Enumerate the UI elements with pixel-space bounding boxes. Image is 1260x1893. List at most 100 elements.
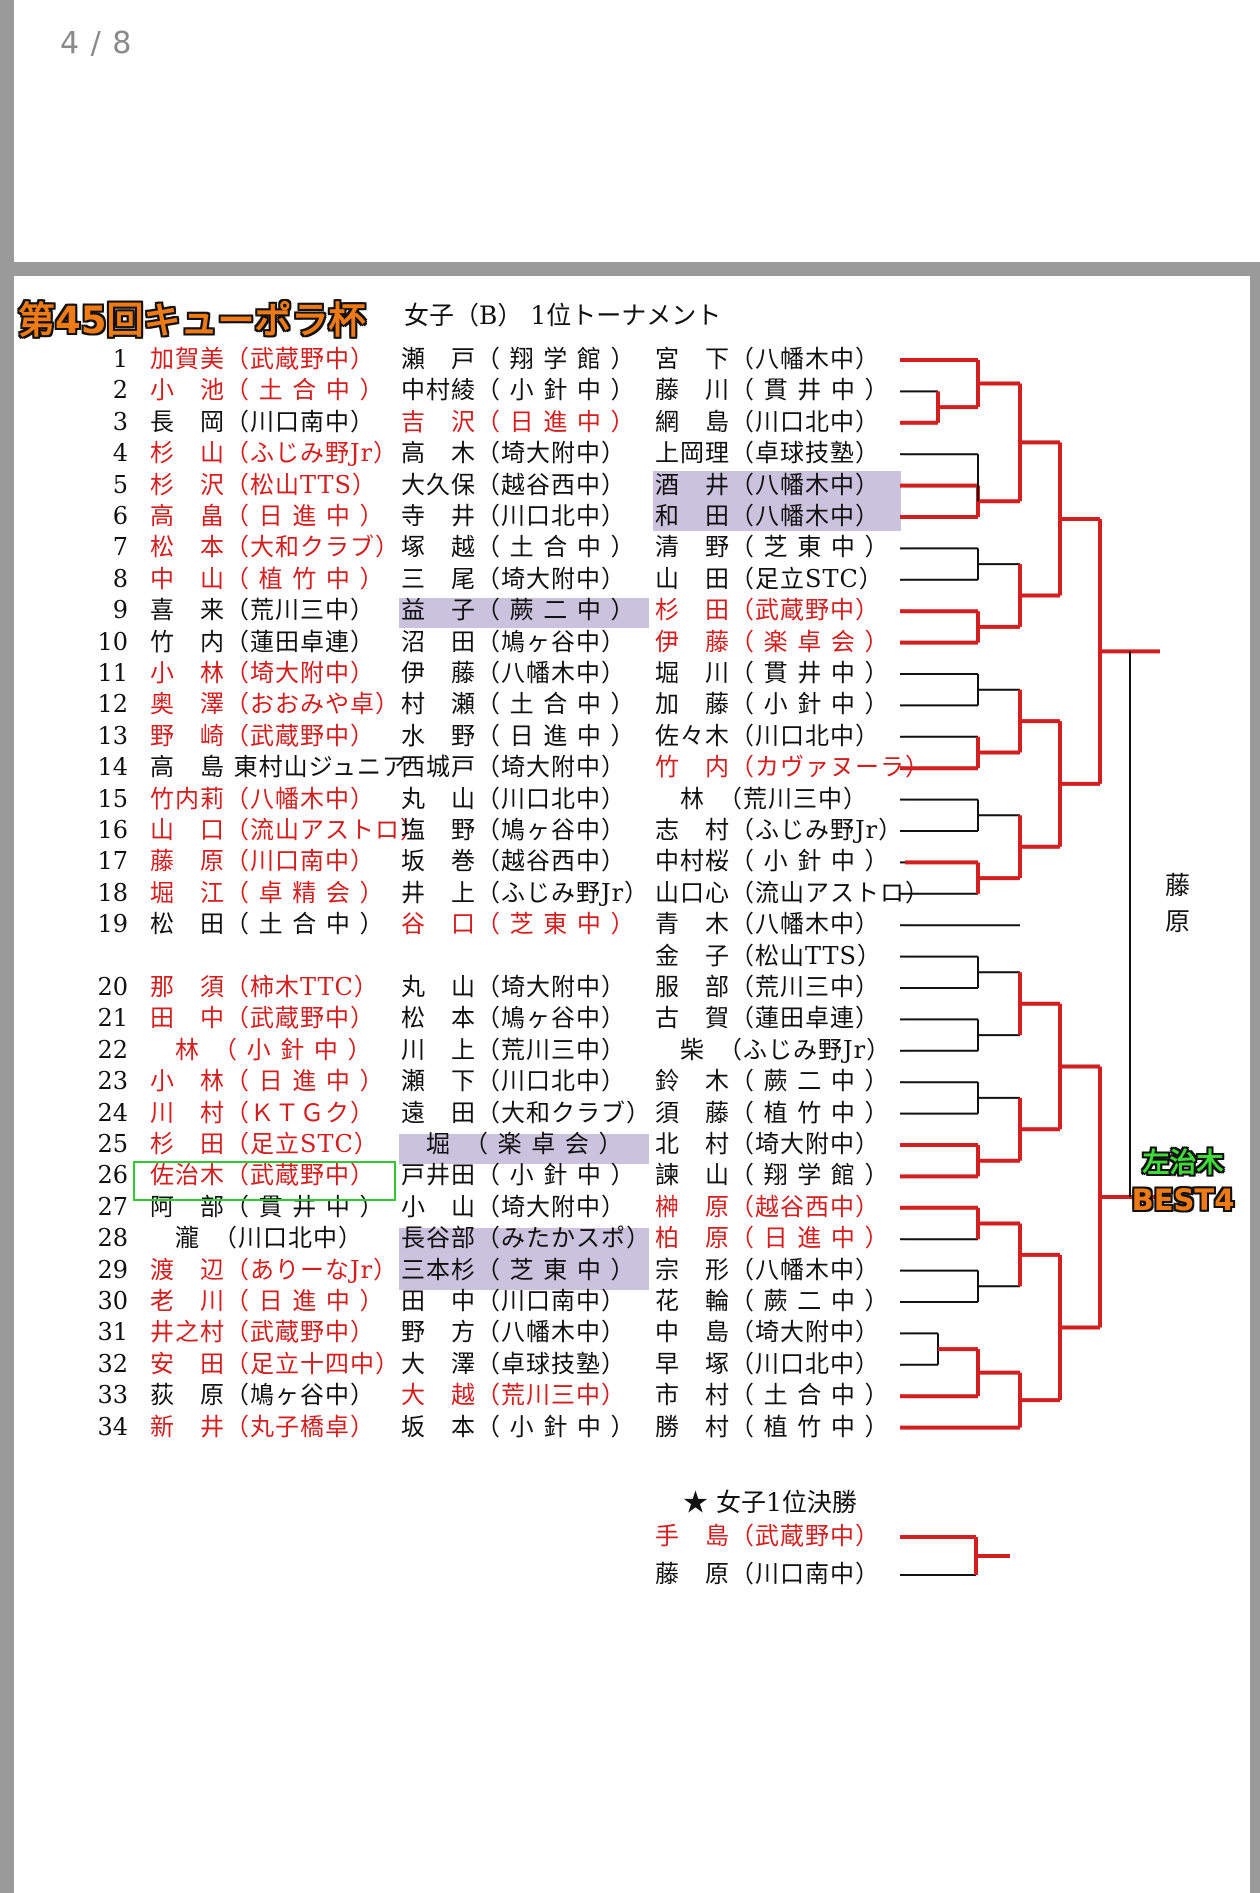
seed-number: 9 [112, 596, 128, 625]
player-name: 高 畠（ 日 進 中 ） [150, 502, 385, 530]
player-name: 加 藤（ 小 針 中 ） [655, 690, 890, 719]
player-name: 大 澤（卓球技塾） [401, 1349, 626, 1378]
player-name: 堀 江（ 卓 精 会 ） [150, 878, 385, 907]
player-name: 松 田（ 土 合 中 ） [150, 910, 385, 939]
player-name: 山口心（流山アストロ） [655, 878, 930, 907]
seed-number: 19 [97, 910, 128, 939]
player-name: 三 尾（埼大附中） [401, 564, 626, 593]
player-name: 野 方（八幡木中） [401, 1318, 626, 1347]
player-name: 瀬 戸（ 翔 学 館 ） [401, 345, 636, 373]
seed-number: 13 [97, 721, 128, 750]
highlight-box [399, 1228, 649, 1290]
player-name: 阿 部（ 貫 井 中 ） [150, 1192, 385, 1221]
player-name: 田 中（武蔵野中） [150, 1004, 375, 1033]
final-title: ★ 女子1位決勝 [683, 1488, 857, 1517]
highlight-box [399, 1134, 649, 1164]
player-name: 水 野（ 日 進 中 ） [401, 721, 636, 750]
best4-player-name: 左治木 [1142, 1148, 1224, 1179]
viewer-top-bar [0, 0, 1260, 262]
player-name: 古 賀（蓮田卓連） [655, 1004, 880, 1033]
player-name: 上岡理（卓球技塾） [655, 439, 880, 468]
seed-number: 26 [97, 1161, 128, 1190]
player-name: 大久保（越谷西中） [401, 470, 626, 499]
tournament-subtitle: 女子（B） 1位トーナメント [404, 301, 722, 330]
best4-rank: BEST4 [1131, 1183, 1235, 1217]
player-name: 瀬 下（川口北中） [401, 1067, 626, 1096]
player-name: 堀 川（ 貫 井 中 ） [655, 659, 890, 687]
player-name: 勝 村（ 植 竹 中 ） [655, 1412, 890, 1441]
player-name: 清 野（ 芝 東 中 ） [655, 533, 890, 562]
player-name: 吉 沢（ 日 進 中 ） [401, 407, 636, 436]
seed-number: 21 [97, 1004, 128, 1033]
player-name: 益 子（ 蕨 二 中 ） [401, 596, 636, 625]
player-name: 竹 内（蓮田卓連） [150, 627, 375, 656]
seed-number: 22 [97, 1035, 128, 1064]
player-name: 杉 沢（松山TTS） [150, 470, 377, 499]
player-name: 喜 来（荒川三中） [150, 596, 375, 625]
player-name: 竹 内（カヴァヌーラ） [655, 753, 930, 782]
player-name: 小 山（埼大附中） [401, 1192, 626, 1221]
final-player-name: 手 島（武蔵野中） [655, 1522, 880, 1550]
player-name: 北 村（埼大附中） [655, 1130, 880, 1158]
seed-number: 7 [112, 533, 128, 562]
player-name: 榊 原（越谷西中） [655, 1192, 880, 1221]
highlight-box [399, 598, 649, 628]
player-name: 老 川（ 日 進 中 ） [150, 1287, 385, 1315]
player-name: 青 木（八幡木中） [655, 910, 880, 939]
player-name: 宗 形（八幡木中） [655, 1255, 880, 1284]
player-highlight-box [133, 1161, 396, 1201]
document-page [14, 276, 1250, 1893]
bracket-winner-label: 藤 原 [1165, 871, 1236, 936]
player-name: 杉 田（足立STC） [150, 1130, 379, 1158]
player-name: 松 本（大和クラブ） [150, 533, 400, 562]
player-name: 山 田（足立STC） [655, 564, 884, 593]
player-name: 三本杉（ 芝 東 中 ） [401, 1255, 636, 1284]
seed-number: 6 [112, 502, 128, 530]
player-name: 林 （ 小 針 中 ） [150, 1035, 373, 1064]
player-name: 柏 原（ 日 進 中 ） [655, 1224, 890, 1253]
player-name: 加賀美（武蔵野中） [150, 345, 375, 373]
player-name: 井之村（武蔵野中） [150, 1318, 375, 1347]
player-name: 奥 澤（おおみや卓） [150, 690, 400, 719]
seed-number: 31 [97, 1318, 128, 1347]
seed-number: 2 [112, 376, 128, 405]
player-name: 松 本（鳩ヶ谷中） [401, 1004, 626, 1033]
player-name: 佐々木（川口北中） [655, 721, 880, 750]
player-name: 井 上（ふじみ野Jr） [401, 878, 650, 907]
page-indicator: 4 / 8 [60, 26, 133, 61]
player-name: 野 崎（武蔵野中） [150, 721, 375, 750]
player-name: 杉 田（武蔵野中） [655, 596, 880, 625]
player-name: 中村綾（ 小 針 中 ） [401, 376, 636, 405]
player-name: 坂 巻（越谷西中） [401, 847, 626, 876]
player-name: 川 上（荒川三中） [401, 1035, 626, 1064]
player-name: 小 林（埼大附中） [150, 659, 375, 687]
player-name: 川 村（ＫＴＧク） [150, 1098, 375, 1127]
player-name: 田 中（川口南中） [401, 1287, 626, 1315]
player-name: 那 須（柿木TTC） [150, 973, 379, 1001]
player-name: 諫 山（ 翔 学 館 ） [655, 1161, 890, 1190]
player-name: 小 林（ 日 進 中 ） [150, 1067, 385, 1096]
player-name: 山 口（流山アストロ） [150, 816, 425, 844]
player-name: 柴 （ふじみ野Jr） [655, 1035, 892, 1064]
player-name: 沼 田（鳩ヶ谷中） [401, 627, 626, 656]
player-name: 酒 井（八幡木中） [655, 470, 880, 499]
best4-badge: 左治木 BEST4 [1128, 1146, 1238, 1218]
player-name: 網 島（川口北中） [655, 407, 880, 436]
player-name: 丸 山（川口北中） [401, 784, 626, 813]
player-name: 荻 原（鳩ヶ谷中） [150, 1381, 375, 1410]
player-name: 塚 越（ 土 合 中 ） [401, 533, 636, 562]
seed-number: 27 [97, 1192, 128, 1221]
player-name: 安 田（足立十四中） [150, 1349, 400, 1378]
seed-number: 15 [97, 784, 128, 813]
player-name: 市 村（ 土 合 中 ） [655, 1381, 890, 1410]
player-name: 藤 川（ 貫 井 中 ） [655, 376, 890, 405]
viewer-right-gutter [1250, 262, 1260, 1893]
seed-number: 5 [112, 470, 128, 499]
highlight-box [653, 471, 901, 531]
player-name: 竹内莉（八幡木中） [150, 784, 375, 813]
player-name: 金 子（松山TTS） [655, 941, 882, 970]
seed-number: 1 [112, 345, 128, 373]
player-name: 中 山（ 植 竹 中 ） [150, 564, 385, 593]
seed-number: 20 [97, 973, 128, 1001]
player-name: 服 部（荒川三中） [655, 973, 880, 1001]
